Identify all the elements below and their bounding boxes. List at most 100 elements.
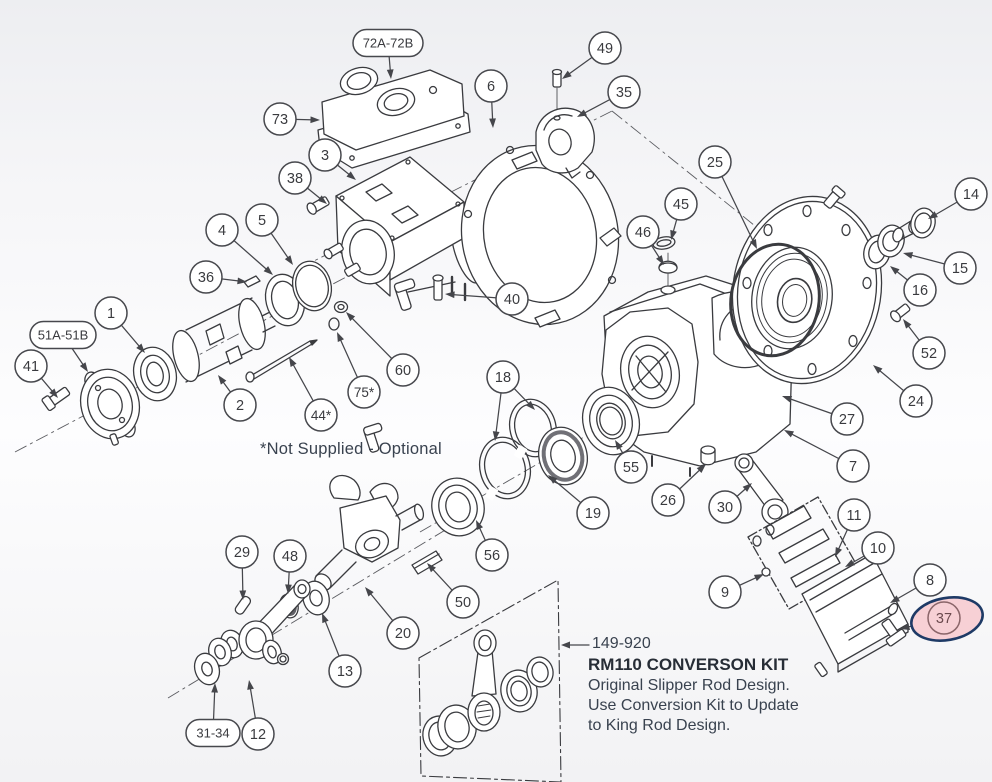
callout-10[interactable]: 10 [845,531,895,567]
callout-20[interactable]: 20 [365,587,420,650]
callout-46[interactable]: 46 [626,215,664,265]
leader-arrowhead [427,563,436,573]
callout-9[interactable]: 9 [708,574,764,609]
part-bolt-41 [41,386,71,412]
callout-27[interactable]: 27 [782,395,864,436]
callout-16[interactable]: 16 [890,266,937,307]
part-ball-9 [761,567,771,577]
callout-label: 8 [926,573,934,589]
balloon-shape [347,375,381,409]
leader-arrowhead [263,266,273,275]
callout-56[interactable]: 56 [475,520,509,572]
callout-45[interactable]: 45 [664,187,698,240]
callout-7[interactable]: 7 [784,430,870,483]
callout-label: 2 [236,398,244,414]
leader-arrowhead [835,546,843,557]
leader-arrowhead [317,195,327,204]
callout-15[interactable]: 15 [903,251,977,285]
part-plug-26 [700,445,716,466]
balloon-shape [245,203,279,237]
callout-55[interactable]: 55 [614,440,648,484]
callout-44[interactable]: 44* [289,357,338,432]
callout-1[interactable]: 1 [94,296,145,353]
balloon-shape [576,496,610,530]
callout-50[interactable]: 50 [427,563,480,619]
callout-41[interactable]: 41 [14,349,58,398]
balloon-shape [607,75,641,109]
balloon-shape [273,539,307,573]
callout-14[interactable]: 14 [928,177,988,219]
part-bolts-38-40 [306,196,467,453]
callout-38[interactable]: 38 [278,161,327,204]
kit-bearing-right [500,656,554,713]
callout-24[interactable]: 24 [873,365,933,418]
callout-60[interactable]: 60 [346,312,420,387]
callout-2[interactable]: 2 [218,375,257,422]
part-bearing-cover-51 [79,368,141,446]
callout-13[interactable]: 13 [322,613,362,688]
callout-3[interactable]: 3 [308,138,356,180]
callout-label: 38 [287,171,303,187]
leader-arrowhead [49,388,58,398]
balloon-shape [352,28,424,58]
callout-31-34[interactable]: 31-34 [185,683,241,748]
balloon-shape [308,138,342,172]
balloon-shape [913,563,947,597]
balloon-shape [205,213,239,247]
leader-arrowhead [211,683,219,693]
part-snap-ring-18a [478,436,532,501]
balloon-shape [830,402,864,436]
callout-49[interactable]: 49 [562,31,622,79]
balloon-shape [475,538,509,572]
callout-label: 73 [272,112,288,128]
callout-30[interactable]: 30 [708,483,752,524]
callout-5[interactable]: 5 [245,203,293,265]
callout-label: 6 [487,79,495,95]
leader-arrowhead [346,171,356,180]
leader-arrowhead [489,118,496,128]
callout-40[interactable]: 40 [445,282,529,316]
leader-arrowhead [136,343,145,353]
balloon-shape [495,282,529,316]
part-seal-14 [910,207,936,239]
leader-arrowhead [310,116,320,124]
leader-arrowhead [445,291,455,299]
callout-8[interactable]: 8 [890,563,947,603]
callout-73[interactable]: 73 [263,102,320,136]
callout-label: 60 [395,363,411,379]
callout-12[interactable]: 12 [241,680,275,751]
callout-label: 51A-51B [38,328,89,343]
callout-25[interactable]: 25 [698,145,757,249]
callout-6[interactable]: 6 [474,69,508,128]
callout-label: 36 [198,270,214,286]
callout-48[interactable]: 48 [273,539,307,594]
callout-11[interactable]: 11 [835,498,871,557]
callout-label: 20 [395,626,411,642]
balloon-shape [223,388,257,422]
callout-label: 44* [311,408,332,423]
callout-label: 75* [354,385,375,400]
balloon-shape [708,575,742,609]
callout-26[interactable]: 26 [651,464,706,517]
callout-37[interactable]: 37 [900,592,986,646]
callout-label: 12 [250,727,266,743]
callout-35[interactable]: 35 [577,75,641,117]
callout-18[interactable]: 18 [486,360,535,441]
callout-52[interactable]: 52 [903,319,946,370]
callout-51A-51B[interactable]: 51A-51B [29,320,97,373]
callout-72A-72B[interactable]: 72A-72B [352,28,424,80]
callout-label: 48 [282,549,298,565]
callout-75[interactable]: 75* [337,332,381,409]
callout-29[interactable]: 29 [225,535,259,600]
callout-19[interactable]: 19 [548,475,610,530]
kit-leader-arrow [561,641,590,649]
kit-connecting-rod [467,629,501,732]
callout-4[interactable]: 4 [205,213,273,275]
leader-arrowhead [696,464,706,474]
balloon-shape [943,251,977,285]
balloon-shape [651,483,685,517]
balloon-shape [225,535,259,569]
leader-arrowhead [900,623,911,630]
callout-36[interactable]: 36 [189,260,247,294]
